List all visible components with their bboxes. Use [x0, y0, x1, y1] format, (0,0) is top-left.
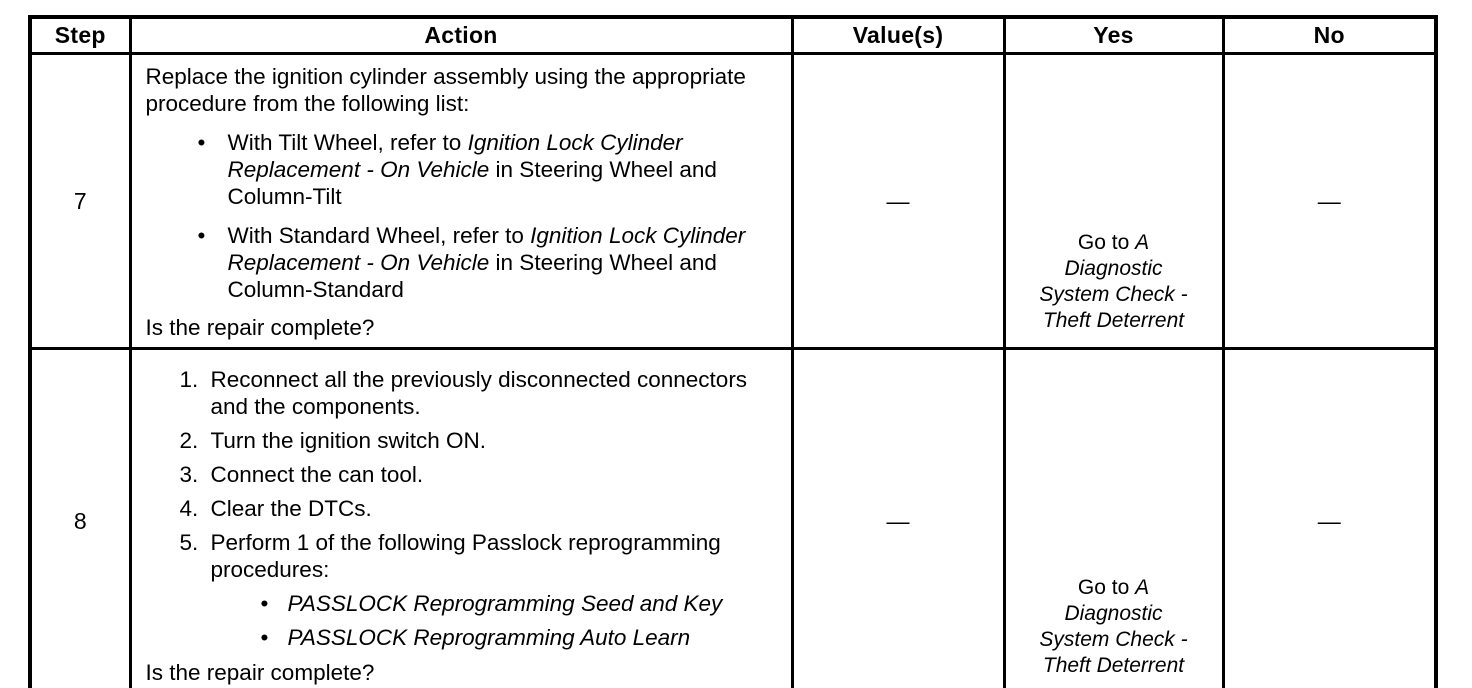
item-text: Perform 1 of the following Passlock repr… — [210, 530, 721, 582]
column-header-step: Step — [28, 15, 132, 55]
column-header-action: Action — [128, 15, 794, 55]
item-number: 1. — [179, 367, 199, 392]
bullet-text: With Tilt Wheel, refer to Ignition Lock … — [228, 129, 783, 210]
dash-placeholder: — — [886, 187, 910, 214]
step-number: 7 — [73, 187, 87, 214]
goto-reference: Go to A Diagnostic System Check - Theft … — [1034, 575, 1194, 679]
numbered-item: 2. Turn the ignition switch ON. — [180, 427, 783, 454]
procedure-reference: Ignition Lock Cylinder Replacement - On … — [227, 130, 683, 182]
bullet-icon: • — [197, 130, 206, 155]
dash-placeholder: — — [1317, 187, 1341, 214]
column-header-no: No — [1221, 15, 1438, 55]
table-row-step-8: 8 1. Reconnect all the previously discon… — [28, 347, 1438, 688]
action-cell: Replace the ignition cylinder assembly u… — [128, 52, 794, 350]
goto-prefix: Go to — [1077, 576, 1136, 599]
dash-placeholder: — — [1317, 507, 1341, 534]
action-cell: 1. Reconnect all the previously disconne… — [128, 347, 794, 688]
bullet-icon: • — [260, 591, 269, 616]
goto-target: A Diagnostic System Check - Theft Deterr… — [1039, 231, 1188, 332]
no-cell: — — [1221, 52, 1438, 350]
action-bullet-list: • With Tilt Wheel, refer to Ignition Loc… — [146, 129, 783, 303]
sub-bullet-item: • PASSLOCK Reprogramming Auto Learn — [261, 624, 783, 651]
bullet-item: • With Tilt Wheel, refer to Ignition Loc… — [198, 129, 783, 210]
bullet-text-plain: in Steering Wheel and Column-Tilt — [227, 157, 717, 209]
goto-target: A Diagnostic System Check - Theft Deterr… — [1039, 576, 1188, 677]
numbered-item: 5. Perform 1 of the following Passlock r… — [180, 529, 783, 583]
bullet-text-plain: With Standard Wheel, refer to — [227, 223, 531, 248]
repair-complete-question: Is the repair complete? — [145, 315, 375, 340]
procedure-name: PASSLOCK Reprogramming Auto Learn — [287, 625, 691, 650]
item-text: Turn the ignition switch ON. — [210, 428, 487, 453]
values-cell: — — [790, 52, 1006, 350]
bullet-text-plain: in Steering Wheel and Column-Standard — [227, 250, 717, 302]
step-number-cell: 7 — [28, 52, 132, 350]
column-header-yes: Yes — [1002, 15, 1225, 55]
bullet-item: • With Standard Wheel, refer to Ignition… — [198, 222, 783, 303]
goto-reference: Go to A Diagnostic System Check - Theft … — [1034, 230, 1194, 334]
numbered-item: 3. Connect the can tool. — [180, 461, 783, 488]
table-header-row: Step Action Value(s) Yes No — [28, 15, 1438, 55]
yes-cell: Go to A Diagnostic System Check - Theft … — [1002, 347, 1225, 688]
repair-complete-question: Is the repair complete? — [145, 660, 375, 685]
item-number: 2. — [179, 428, 199, 453]
item-number: 4. — [179, 496, 199, 521]
action-intro-text: Replace the ignition cylinder assembly u… — [145, 64, 746, 116]
item-number: 5. — [179, 530, 199, 555]
item-number: 3. — [179, 462, 199, 487]
procedure-reference: Ignition Lock Cylinder Replacement - On … — [227, 223, 746, 275]
no-cell: — — [1221, 347, 1438, 688]
bullet-text-plain: With Tilt Wheel, refer to — [227, 130, 468, 155]
dash-placeholder: — — [886, 507, 910, 534]
action-numbered-list: 1. Reconnect all the previously disconne… — [146, 366, 783, 583]
numbered-item: 4. Clear the DTCs. — [180, 495, 783, 522]
diagnostic-table: Step Action Value(s) Yes No 7 Replace th… — [28, 15, 1438, 688]
values-cell: — — [790, 347, 1006, 688]
sub-bullet-item: • PASSLOCK Reprogramming Seed and Key — [261, 590, 783, 617]
yes-cell: Go to A Diagnostic System Check - Theft … — [1002, 52, 1225, 350]
column-header-values: Value(s) — [790, 15, 1006, 55]
numbered-item: 1. Reconnect all the previously disconne… — [180, 366, 783, 420]
passlock-procedure-list: • PASSLOCK Reprogramming Seed and Key • … — [146, 590, 783, 651]
item-text: Connect the can tool. — [210, 462, 424, 487]
procedure-name: PASSLOCK Reprogramming Seed and Key — [287, 591, 723, 616]
step-number: 8 — [73, 507, 87, 534]
bullet-text: With Standard Wheel, refer to Ignition L… — [228, 222, 783, 303]
step-number-cell: 8 — [28, 347, 132, 688]
goto-prefix: Go to — [1077, 231, 1136, 254]
bullet-icon: • — [197, 223, 206, 248]
item-text: Clear the DTCs. — [210, 496, 372, 521]
item-text: Reconnect all the previously disconnecte… — [210, 367, 748, 419]
bullet-icon: • — [260, 625, 269, 650]
table-row-step-7: 7 Replace the ignition cylinder assembly… — [28, 52, 1438, 350]
